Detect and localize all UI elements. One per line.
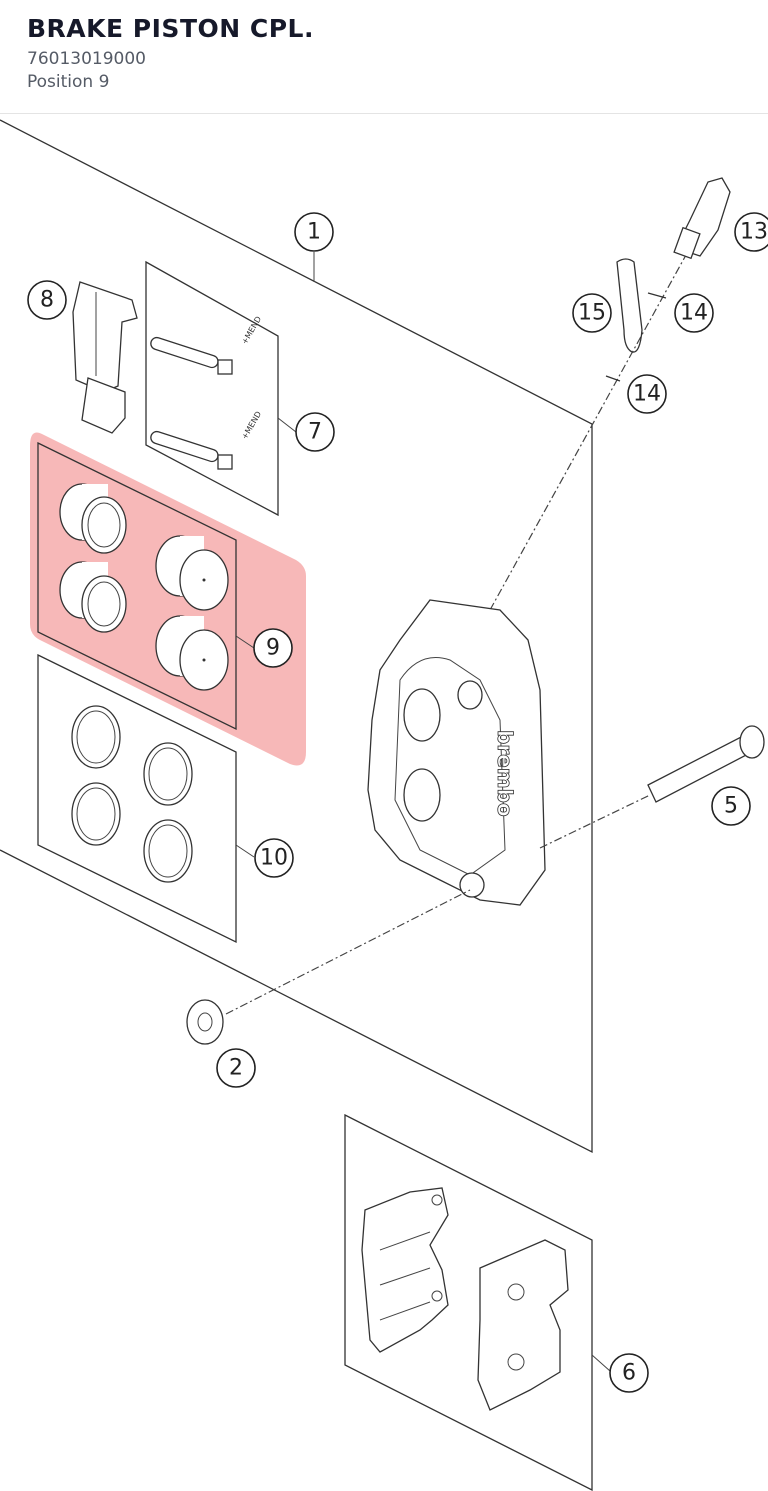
callout-1[interactable]: 1 [294,212,334,252]
part-8-pad-spring [72,281,138,434]
svg-text:13: 13 [740,220,768,245]
callout-14-upper[interactable]: 14 [674,293,714,333]
callout-14-lower[interactable]: 14 [627,374,667,414]
part-9-piston-set [30,432,306,766]
svg-text:6: 6 [622,1361,636,1386]
svg-text:1: 1 [307,220,321,245]
callout-13[interactable]: 13 [734,212,768,252]
svg-text:5: 5 [724,794,738,819]
callout-2[interactable]: 2 [216,1048,256,1088]
caliper-brand-logo: brembo [493,730,517,817]
svg-text:2: 2 [229,1056,243,1081]
leader-lines [235,252,611,1372]
part-number: 76013019000 [27,49,146,69]
pin-marking-1: +MEND [240,315,263,346]
part-2-spacer [186,889,471,1045]
part-title: BRAKE PISTON CPL. [27,14,314,43]
part-position: Position 9 [27,72,110,92]
part-7-pin-set: +MEND +MEND [145,260,279,517]
callout-7[interactable]: 7 [295,412,335,452]
exploded-parts-diagram: +MEND +MEND [0,119,768,1491]
pin-marking-2: +MEND [240,410,263,441]
svg-text:15: 15 [578,301,606,326]
callout-15[interactable]: 15 [572,293,612,333]
part-5-bolt [539,725,765,849]
callout-6[interactable]: 6 [609,1353,649,1393]
part-6-brake-pads [344,1113,593,1491]
part-header: BRAKE PISTON CPL. 76013019000 Position 9 [0,0,768,114]
callout-8[interactable]: 8 [27,280,67,320]
part-10-seal-set [37,653,237,944]
callout-10[interactable]: 10 [254,838,294,878]
part-13-bleed-screw [673,177,731,260]
svg-text:9: 9 [266,636,280,661]
svg-text:7: 7 [308,420,322,445]
part-15-bleeder-cap [605,258,667,382]
assembly-plane [0,119,593,1154]
svg-text:14: 14 [633,382,661,407]
part-1-brake-caliper: brembo [367,254,687,906]
svg-text:8: 8 [40,288,54,313]
callout-5[interactable]: 5 [711,786,751,826]
callout-9-selected[interactable]: 9 [253,628,293,668]
svg-text:14: 14 [680,301,708,326]
svg-text:10: 10 [260,846,288,871]
